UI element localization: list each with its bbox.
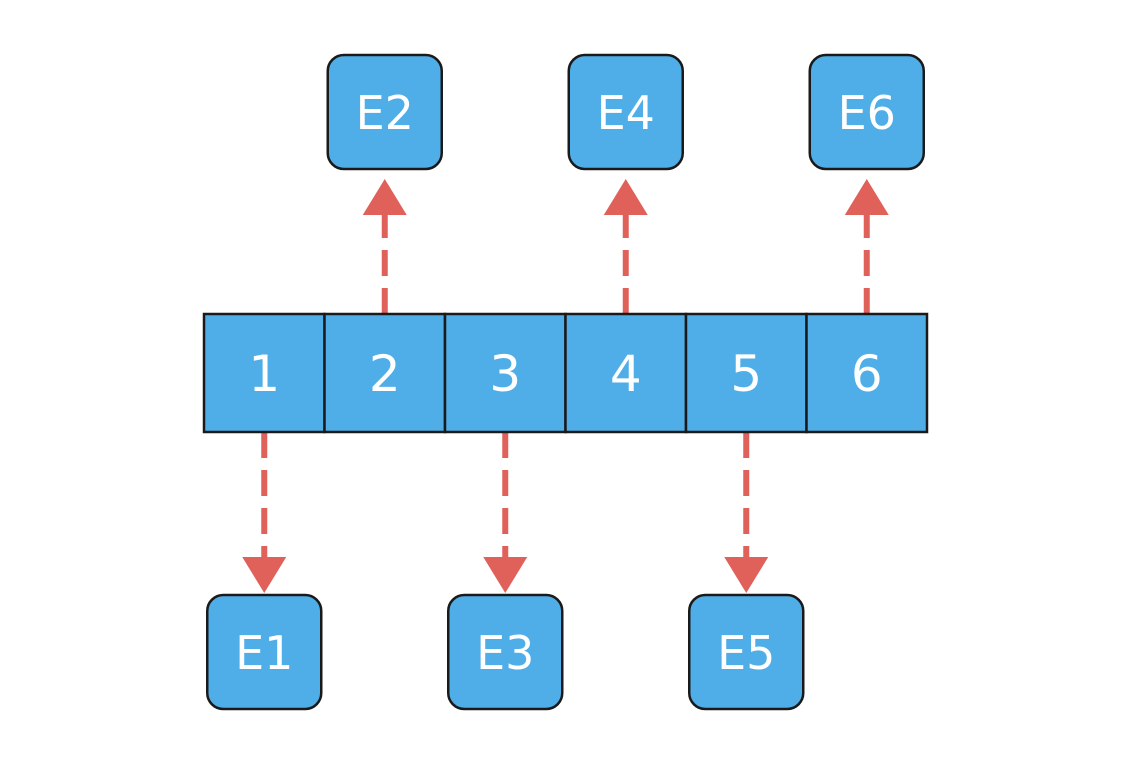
array-cell-box bbox=[323, 312, 447, 434]
arrow-to-e5 bbox=[724, 432, 769, 593]
array-cell-label: 2 bbox=[369, 345, 401, 403]
array-cell-label: 5 bbox=[730, 345, 762, 403]
element-box-shape bbox=[326, 53, 443, 171]
element-box-e5: E5 bbox=[688, 593, 805, 711]
array-cell-3: 3 bbox=[443, 312, 567, 434]
arrow-to-e1 bbox=[242, 432, 287, 593]
element-box-label: E5 bbox=[717, 626, 775, 680]
element-box-label: E2 bbox=[356, 86, 414, 140]
array-cell-label: 4 bbox=[610, 345, 642, 403]
element-box-label: E4 bbox=[597, 86, 655, 140]
arrow-head bbox=[724, 557, 769, 593]
element-box-shape bbox=[688, 593, 805, 711]
element-box-shape bbox=[206, 593, 323, 711]
array-cell-label: 6 bbox=[851, 345, 883, 403]
element-box-shape bbox=[808, 53, 925, 171]
arrows-layer bbox=[242, 179, 889, 593]
array-cell-box bbox=[684, 312, 808, 434]
arrow-to-e6 bbox=[844, 179, 889, 314]
array-cell-label: 3 bbox=[489, 345, 521, 403]
element-box-label: E1 bbox=[235, 626, 293, 680]
element-box-e6: E6 bbox=[808, 53, 925, 171]
element-box-e1: E1 bbox=[206, 593, 323, 711]
array-cell-2: 2 bbox=[323, 312, 447, 434]
array-cell-4: 4 bbox=[564, 312, 688, 434]
arrow-to-e4 bbox=[603, 179, 648, 314]
array-cell-6: 6 bbox=[805, 312, 929, 434]
element-box-e2: E2 bbox=[326, 53, 443, 171]
arrow-head bbox=[603, 179, 648, 215]
arrow-head bbox=[242, 557, 287, 593]
array-cell-1: 1 bbox=[202, 312, 326, 434]
element-box-e3: E3 bbox=[447, 593, 564, 711]
element-box-label: E6 bbox=[838, 86, 896, 140]
array-cell-label: 1 bbox=[248, 345, 280, 403]
array-cell-box bbox=[202, 312, 326, 434]
arrow-to-e2 bbox=[362, 179, 407, 314]
element-box-shape bbox=[567, 53, 684, 171]
element-box-shape bbox=[447, 593, 564, 711]
element-box-e4: E4 bbox=[567, 53, 684, 171]
array-strip: 1 2 3 4 5 6 bbox=[202, 312, 929, 434]
array-cell-5: 5 bbox=[684, 312, 808, 434]
array-cell-box bbox=[805, 312, 929, 434]
arrow-head bbox=[362, 179, 407, 215]
arrow-to-e3 bbox=[483, 432, 528, 593]
element-box-label: E3 bbox=[476, 626, 534, 680]
array-cell-box bbox=[564, 312, 688, 434]
arrow-head bbox=[844, 179, 889, 215]
arrow-head bbox=[483, 557, 528, 593]
